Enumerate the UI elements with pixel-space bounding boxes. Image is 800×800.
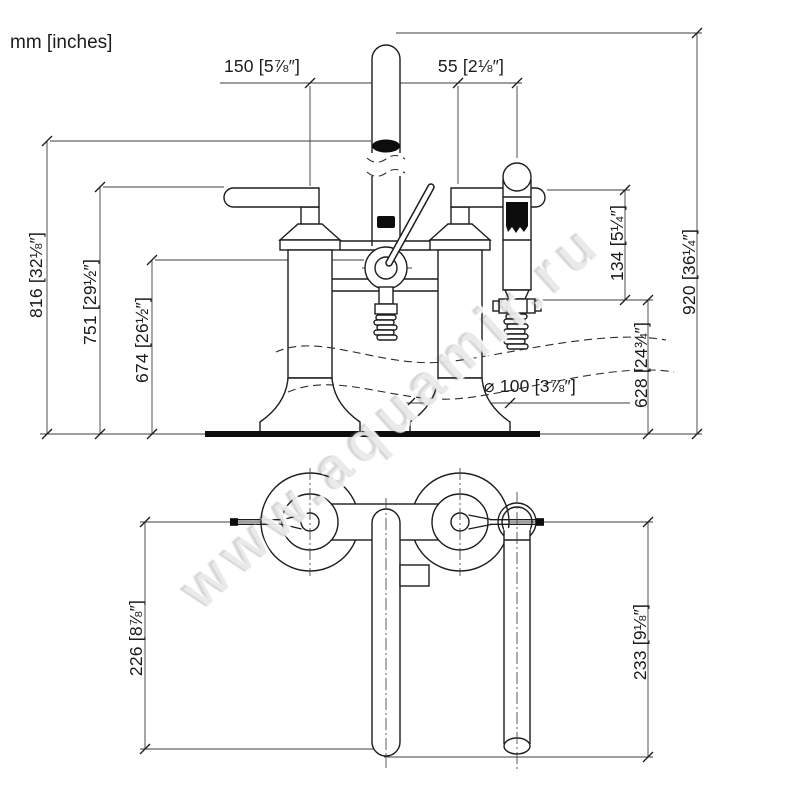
diverter-pivot xyxy=(364,246,408,290)
shower-hose-coil xyxy=(503,313,529,350)
plan-levers xyxy=(230,518,544,526)
dim-total-height: 920 [36¼″] xyxy=(679,228,699,316)
spout-column xyxy=(364,44,435,341)
side-outlet-plan xyxy=(399,564,430,587)
hose-nut xyxy=(498,298,536,314)
dim-shower-spacing: 55 [2⅛″] xyxy=(437,56,505,76)
left-lever-tip xyxy=(230,518,238,526)
spout-marking xyxy=(377,216,395,228)
dim-spout-depth: 226 [8⅞″] xyxy=(126,599,146,677)
dim-pivot-height: 674 [26½″] xyxy=(132,296,152,384)
dim-connection-spacing: 150 [5⅞″] xyxy=(223,56,301,76)
shower-head-top xyxy=(502,162,532,192)
right-valve-riser xyxy=(409,187,546,434)
dim-spout-height: 816 [32⅛″] xyxy=(26,231,46,319)
right-lever-tip xyxy=(536,518,544,526)
spout-hose-coil xyxy=(373,314,398,341)
mounting-surface xyxy=(205,431,540,437)
shower-spray-face xyxy=(506,202,528,233)
hand-shower xyxy=(492,162,542,350)
plan-view xyxy=(230,468,544,770)
left-valve-riser xyxy=(223,187,361,434)
units-legend: mm [inches] xyxy=(10,32,113,53)
dimension-ticks xyxy=(41,27,703,763)
dim-shower-section-height: 134 [5¼″] xyxy=(607,204,627,282)
dim-hose-height: 628 [24¾″] xyxy=(631,321,651,409)
break-lines xyxy=(275,336,675,400)
dim-base-diameter: ⌀ 100 [3⅞″] xyxy=(484,376,576,396)
pipe-break-mark xyxy=(372,139,400,153)
dim-handle-height: 751 [29½″] xyxy=(80,258,100,346)
left-lever-handle xyxy=(223,187,320,208)
dim-shower-depth: 233 [9⅛″] xyxy=(630,603,650,681)
front-view xyxy=(205,44,675,437)
spout-tube-plan xyxy=(371,508,401,757)
